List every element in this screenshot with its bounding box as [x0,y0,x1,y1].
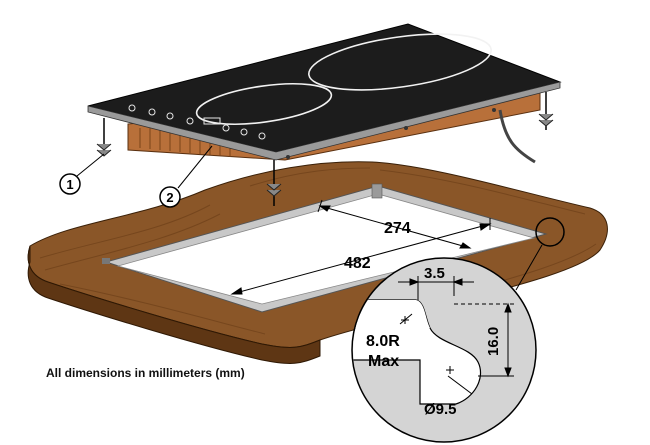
detail-magnifier: 3.5 16.0 8.0R Max Ø9.5 [351,217,565,443]
units-note: All dimensions in millimeters (mm) [46,366,245,380]
burner-ring-small [195,83,333,125]
cutout-inner-floor [116,193,536,305]
dimension-hole-diameter: Ø9.5 [424,401,457,418]
control-button-icon [186,117,194,125]
glass-edge [87,81,561,161]
callout-1-label: 1 [66,177,73,192]
dimension-274: 274 [384,220,411,237]
power-cable [498,109,536,164]
dimension-16-0: 16.0 [485,327,502,356]
control-button-icon [258,132,266,140]
countertop [27,161,608,364]
dimension-3-5: 3.5 [424,265,445,282]
control-button-icon [166,112,174,120]
callout-2-label: 2 [166,190,173,205]
radius-label-line2: Max [368,353,399,370]
callout-1: 1 [59,153,105,195]
callout-2: 2 [159,145,213,208]
radius-label-line1: 8.0R [366,333,400,350]
control-button-icon [128,104,136,112]
burner-ring-large [308,33,492,91]
display-icon [203,117,221,125]
control-button-icon [222,124,230,132]
fixing-clamps [96,92,554,206]
cutout-dimensions [230,199,492,295]
countertop-front-edge [27,245,321,364]
control-button-icon [240,128,248,136]
cutout-bracket [371,183,383,199]
cutout-corner-marker [102,258,110,264]
dimension-482: 482 [344,255,371,272]
control-panel [128,104,266,140]
control-button-icon [148,108,156,116]
cooktop [87,23,562,161]
detail-wall-shadow [353,300,430,332]
detail-source-circle [535,217,565,247]
